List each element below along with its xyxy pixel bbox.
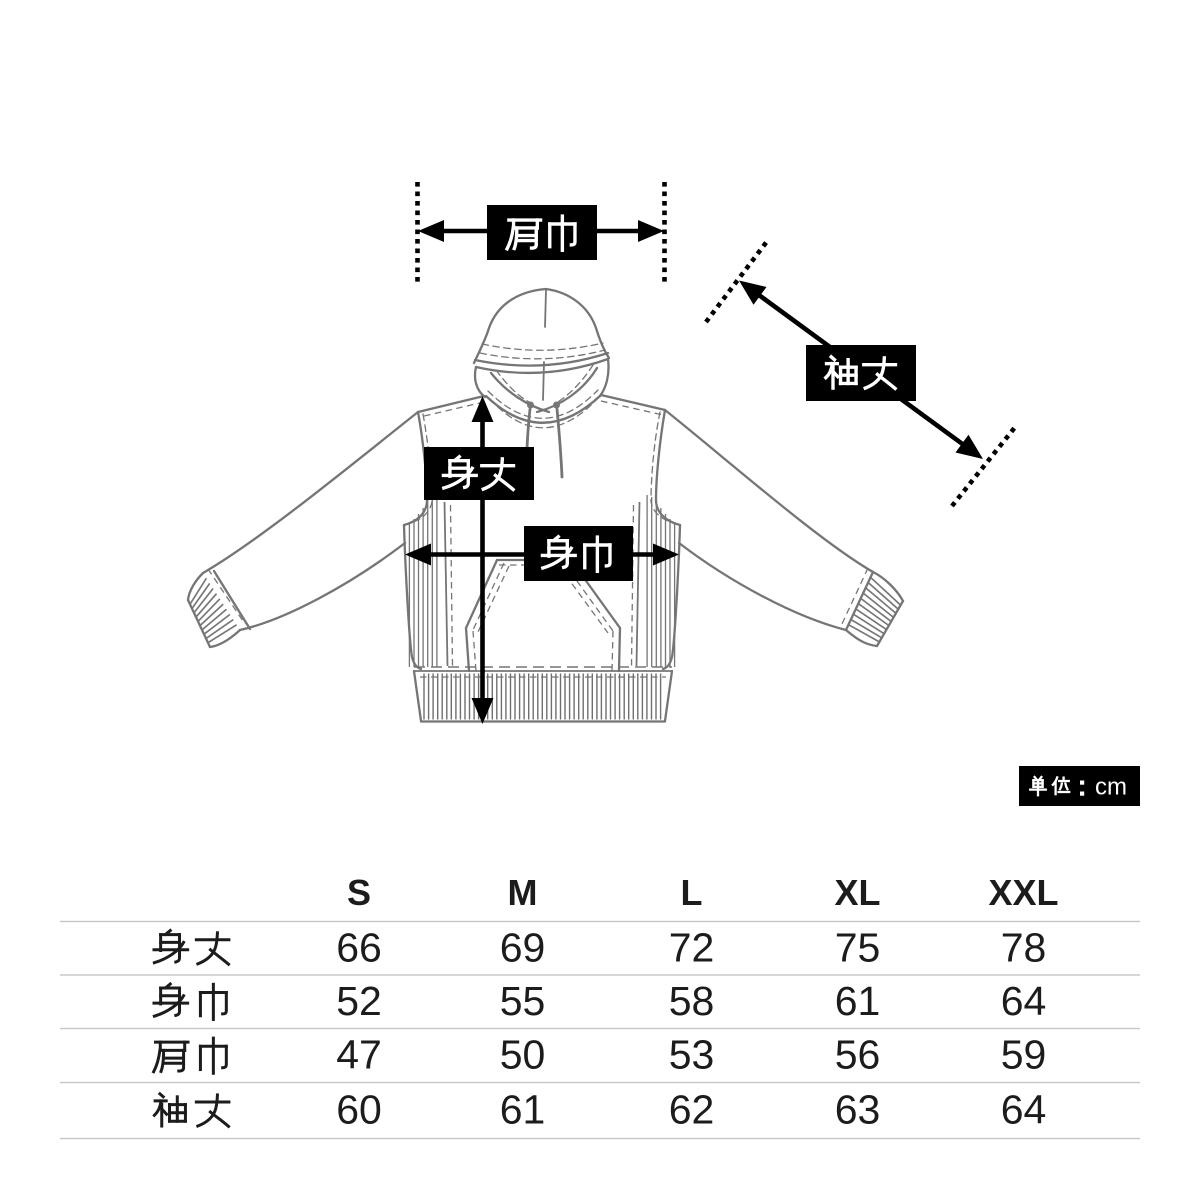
svg-text:64: 64: [1001, 1087, 1047, 1133]
svg-text:XL: XL: [834, 872, 880, 913]
svg-text:50: 50: [500, 1032, 546, 1078]
svg-text:59: 59: [1001, 1032, 1047, 1078]
svg-text:63: 63: [835, 1087, 881, 1133]
svg-text:56: 56: [835, 1032, 881, 1078]
svg-text:53: 53: [669, 1032, 715, 1078]
svg-text:78: 78: [1001, 925, 1047, 971]
svg-text:M: M: [508, 872, 538, 913]
svg-text:75: 75: [835, 925, 881, 971]
svg-text:cm: cm: [1095, 774, 1127, 801]
svg-text:61: 61: [835, 978, 881, 1024]
svg-text:52: 52: [336, 978, 382, 1024]
svg-text:62: 62: [669, 1087, 715, 1133]
svg-text:S: S: [347, 872, 371, 913]
svg-text:L: L: [681, 872, 703, 913]
svg-text:XXL: XXL: [988, 872, 1058, 913]
svg-text:55: 55: [500, 978, 546, 1024]
svg-text:66: 66: [336, 925, 382, 971]
svg-text:72: 72: [669, 925, 715, 971]
svg-text:64: 64: [1001, 978, 1047, 1024]
svg-text:58: 58: [669, 978, 715, 1024]
svg-text:69: 69: [500, 925, 546, 971]
svg-text:47: 47: [336, 1032, 382, 1078]
svg-text:61: 61: [500, 1087, 546, 1133]
svg-text:60: 60: [336, 1087, 382, 1133]
